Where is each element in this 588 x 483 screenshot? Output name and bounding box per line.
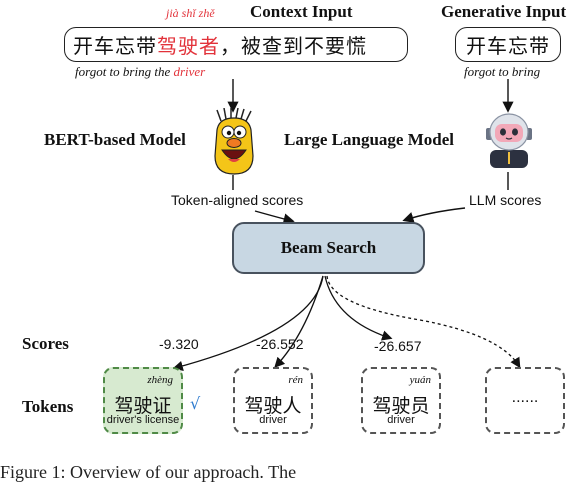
context-text-highlight: 驾驶者 [157,34,220,58]
beam-search-box: Beam Search [232,222,425,274]
bert-model-label: BERT-based Model [44,130,186,149]
llm-scores-label: LLM scores [469,192,542,208]
bert-scores-to-beam-arrow [254,210,295,225]
candidate-score: -9.320 [159,336,199,352]
llm-model-label: Large Language Model [284,130,454,149]
token-meaning: driver [259,414,287,426]
robot-icon [486,113,532,168]
llm-scores-to-beam-arrow [402,207,466,223]
context-input-title: Context Input [250,2,353,21]
generative-input-box: 开车忘带 [455,27,561,62]
token-candidate: rén 驾驶人 driver [233,367,313,434]
token-pinyin: yuán [409,374,431,386]
generative-input-title: Generative Input [441,2,567,21]
token-candidate: yuán 驾驶员 driver [361,367,441,434]
generative-translation: forgot to bring [464,64,541,79]
token-meaning: driver [387,414,415,426]
candidate-score: -26.552 [256,336,304,352]
context-translation: forgot to bring the driver [75,64,205,80]
selected-check-icon: √ [190,394,201,413]
scores-row-label: Scores [22,334,69,353]
context-text-before: 开车忘带 [73,34,157,58]
beam-to-ellipsis-arrow [326,275,521,369]
token-meaning: driver's license [106,414,180,426]
token-pinyin: zhèng [147,374,173,386]
token-chars: 驾驶员 [372,395,430,417]
token-pinyin: rén [288,374,303,386]
beam-to-candidate-1-arrow [172,275,324,371]
candidate-score: -26.657 [374,338,422,354]
figure-caption: Figure 1: Overview of our approach. The [0,462,297,482]
beam-to-candidate-3-arrow [324,275,393,341]
context-pinyin: jià shǐ zhě [166,6,215,20]
context-text-after: ，被查到不要慌 [220,34,367,58]
context-input-box: 开车忘带驾驶者，被查到不要慌 [64,27,408,62]
token-chars: 驾驶人 [244,395,302,417]
beam-to-candidate-2-arrow [274,275,324,368]
ellipsis-text: ...... [511,389,539,406]
token-candidate-selected: zhèng 驾驶证 driver's license [103,367,183,434]
context-translation-before: forgot to bring the [75,64,174,79]
token-chars: 驾驶证 [114,395,172,417]
context-translation-highlight: driver [173,64,206,79]
token-candidate-more: ...... [485,367,565,434]
token-aligned-scores-label: Token-aligned scores [171,192,304,208]
tokens-row-label: Tokens [22,397,74,416]
bert-character-icon [214,108,254,175]
